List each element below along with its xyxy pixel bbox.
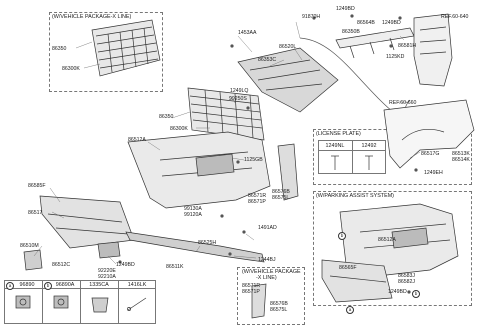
part-86520l: 86520L xyxy=(279,44,297,50)
part-86525h: 86525H xyxy=(198,240,217,246)
grille-top-icon xyxy=(91,19,161,77)
part-1244bj: 1244BJ xyxy=(258,257,276,263)
ref-60-640: REF.60-640 xyxy=(441,14,469,20)
part-92220e: 92220E xyxy=(98,268,116,274)
part-1125gb: 1125GB xyxy=(244,157,263,163)
part-86353c: 86353C xyxy=(258,57,277,63)
rivet-icon xyxy=(127,297,147,311)
legend-div-2 xyxy=(80,280,81,324)
legend-marker-b: b xyxy=(44,281,52,290)
sensor-b-icon xyxy=(53,295,69,309)
part-92210a: 92210A xyxy=(98,274,116,280)
part-86571r: 86571R xyxy=(248,193,267,199)
legend-code-96890a: 96890A xyxy=(55,282,75,288)
part-86350b: 86350B xyxy=(342,29,360,35)
part-86571r-b: 86571R xyxy=(242,283,261,289)
ref-60-660: REF.60-660 xyxy=(389,100,417,106)
parking-lower-lip-icon xyxy=(321,259,393,303)
part-1249bd-d: 1249BD xyxy=(388,289,407,295)
vehicle-package-box-top-title: (W/VEHICLE PACKAGE-X LINE) xyxy=(52,14,132,20)
legend-code-96890: 96890 xyxy=(19,282,35,288)
part-1249lq: 1249LQ xyxy=(230,88,249,94)
part-86512c: 86512C xyxy=(52,262,71,268)
part-86300k-top: 86300K xyxy=(62,66,80,72)
parking-assist-box xyxy=(313,191,472,306)
sensor-bracket-icon xyxy=(97,241,121,259)
part-86576b: 86576B xyxy=(272,189,290,195)
marker-b-parking-2: b xyxy=(412,290,420,298)
part-1491ad: 1491AD xyxy=(258,225,277,231)
air-duct-panel-icon xyxy=(237,47,339,113)
legend-div-3 xyxy=(118,280,119,324)
part-86517: 86517 xyxy=(28,210,43,216)
part-86300k-mid: 86300K xyxy=(170,126,188,132)
legend-code-1335ca: 1335CA xyxy=(89,282,109,288)
legend-code-1416lk: 1416LK xyxy=(127,282,147,288)
bumper-cover-icon xyxy=(127,131,271,209)
body-bracket-icon xyxy=(413,13,453,87)
part-1249bd-c: 1249BD xyxy=(116,262,135,268)
parking-assist-box-title: (W/PARKING ASSIST SYSTEM) xyxy=(316,193,394,199)
part-86512a-b: 86512A xyxy=(378,237,396,243)
part-86571p: 86571P xyxy=(248,199,266,205)
part-86585f: 86585F xyxy=(28,183,46,189)
part-99250s: 99250S xyxy=(229,96,247,102)
license-plate-box-title: (LICENSE PLATE) xyxy=(316,131,361,137)
lower-lip-icon xyxy=(39,195,135,249)
part-86576b-b: 86576B xyxy=(270,301,288,307)
pkg-lower-bracket-icon xyxy=(251,283,267,319)
grille-mid-icon xyxy=(187,87,265,141)
legend-marker-a: a xyxy=(6,281,14,290)
part-91870h: 91870H xyxy=(302,14,321,20)
fender-icon xyxy=(383,99,475,169)
part-86565f: 86565F xyxy=(339,265,357,271)
part-1249bd-a: 1249BD xyxy=(336,6,355,12)
part-86512a: 86512A xyxy=(128,137,146,143)
part-86564b: 86564B xyxy=(357,20,375,26)
part-86517g: 86517G xyxy=(421,151,440,157)
part-86350-top: 86350 xyxy=(52,46,67,52)
license-plate-col-12492: 12492 xyxy=(361,143,377,149)
parking-bumper-icon xyxy=(339,203,459,279)
part-86581h: 86581H xyxy=(398,43,417,49)
sensor-a-icon xyxy=(15,295,31,309)
part-99120a: 99120A xyxy=(184,212,202,218)
part-1453aa: 1453AA xyxy=(238,30,257,36)
part-86350-mid: 86350 xyxy=(159,114,174,120)
screw-icons xyxy=(331,155,373,170)
license-bracket-icon xyxy=(23,249,43,271)
vehicle-package-box-bottom xyxy=(237,267,305,325)
part-86571p-b: 86571P xyxy=(242,289,260,295)
part-86514k: 86514K xyxy=(452,157,470,163)
legend-div-1 xyxy=(42,280,43,324)
part-86575l: 86575L xyxy=(272,195,290,201)
vehicle-package-box-top xyxy=(49,12,163,92)
part-86511k: 86511K xyxy=(166,264,184,270)
part-86582j: 86582J xyxy=(398,279,416,285)
bracket-clip-icon xyxy=(91,297,109,313)
marker-a-parking: a xyxy=(346,306,354,314)
license-plate-table-divider xyxy=(352,140,353,174)
side-bracket-icon xyxy=(277,143,299,201)
part-99130a: 99130A xyxy=(184,206,202,212)
lower-garnish-icon xyxy=(125,231,265,263)
part-1249eh: 1249EH xyxy=(424,170,443,176)
vehicle-package-box-bottom-title-2: -X LINE) xyxy=(256,275,277,281)
marker-b-parking: b xyxy=(338,232,346,240)
part-86510m: 86510M xyxy=(20,243,39,249)
part-86583j: 86583J xyxy=(398,273,416,279)
part-86575l-b: 86575L xyxy=(270,307,288,313)
license-plate-col-1249nl: 1249NL xyxy=(325,143,345,149)
part-1249bd-b: 1249BD xyxy=(382,20,401,26)
part-86513k: 86513K xyxy=(452,151,470,157)
vehicle-package-box-bottom-title-1: (W/VEHICLE PACKAGE xyxy=(242,269,301,275)
part-1125kd: 1125KD xyxy=(386,54,405,60)
